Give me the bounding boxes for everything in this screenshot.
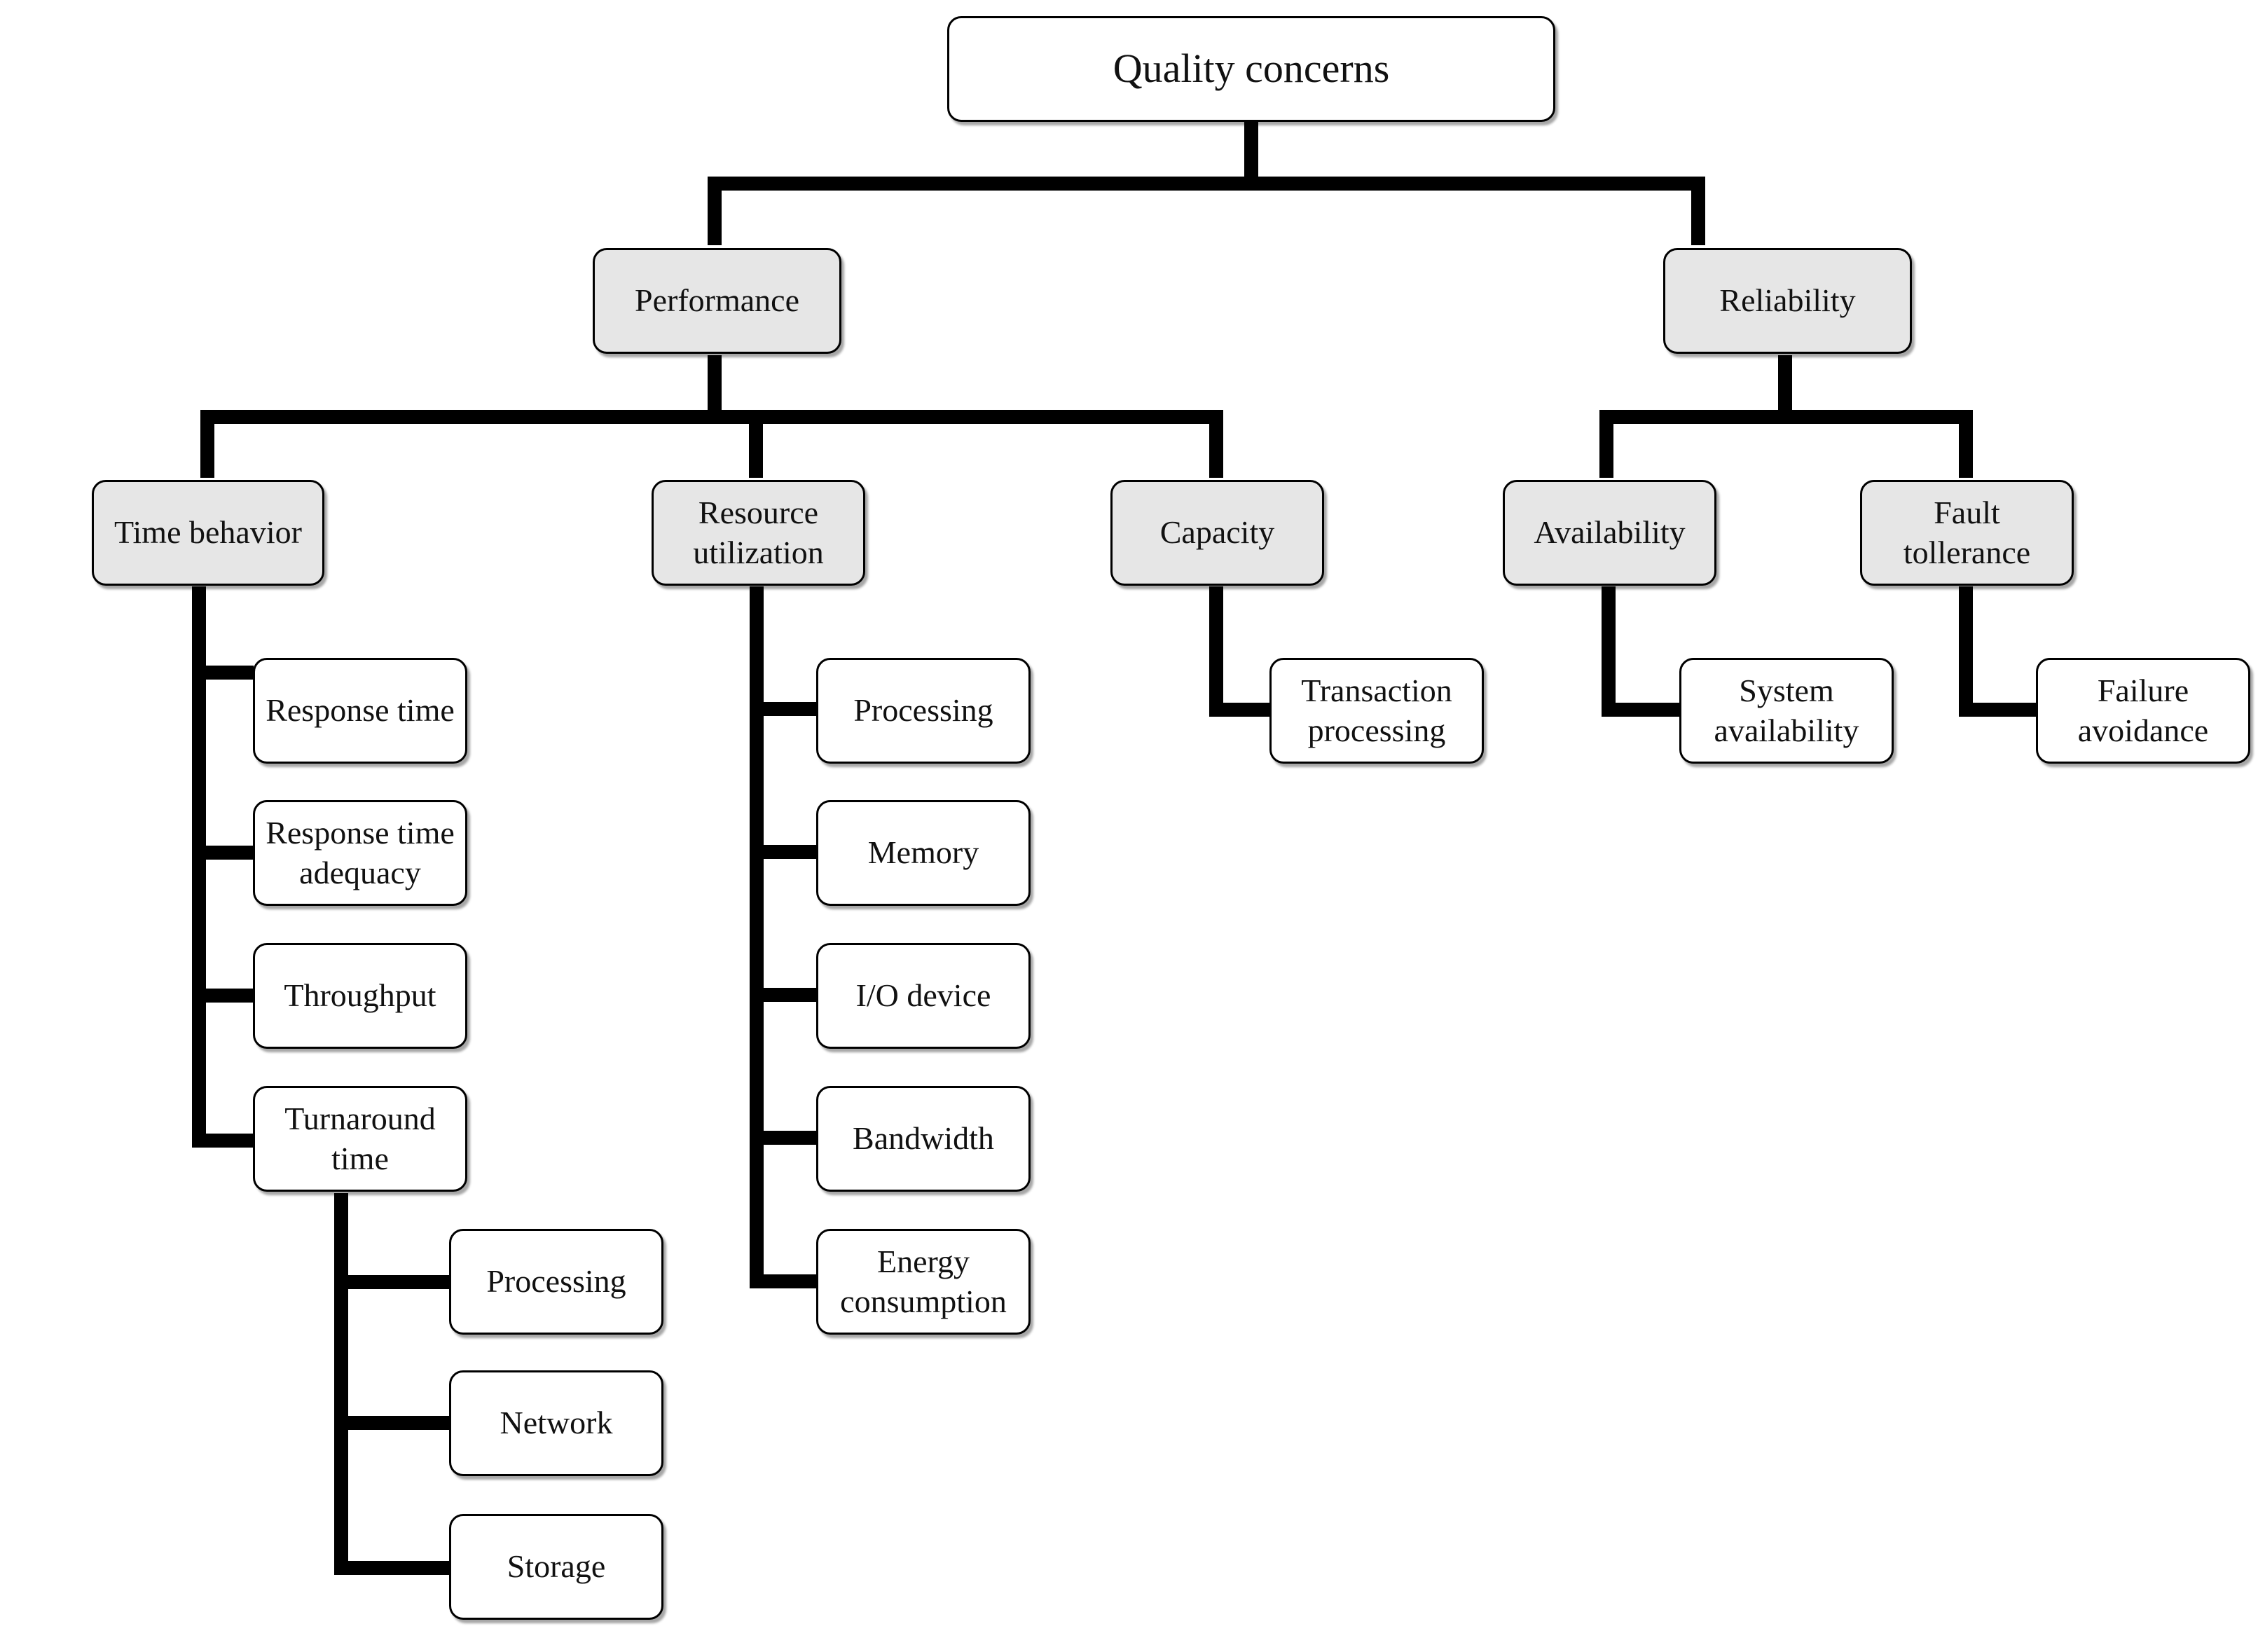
resource-memory-node: Memory [816,800,1031,906]
turnaround-network-node: Network [449,1370,663,1476]
throughput-node: Throughput [253,943,467,1049]
connector-performance-branches [200,355,1223,478]
resource-processing-node: Processing [816,658,1031,764]
connector-time-behavior-spine [192,586,254,1148]
fault-tolerance-node: Fault tollerance [1860,480,2074,586]
turnaround-processing-node: Processing [449,1229,663,1335]
connector-root-branches [708,122,1705,245]
time-behavior-node: Time behavior [92,480,324,586]
turnaround-storage-node: Storage [449,1514,663,1620]
response-time-adequacy-node: Response time adequacy [253,800,467,906]
root-node: Quality concerns [947,16,1555,122]
system-availability-node: System availability [1679,658,1894,764]
connector-resource-spine [750,586,818,1288]
capacity-node: Capacity [1110,480,1324,586]
response-time-node: Response time [253,658,467,764]
transaction-processing-node: Transaction processing [1269,658,1484,764]
resource-bandwidth-node: Bandwidth [816,1086,1031,1192]
failure-avoidance-node: Failure avoidance [2036,658,2250,764]
connector-reliability-branches [1599,355,1973,478]
connector-turnaround-spine [334,1193,450,1575]
resource-io-device-node: I/O device [816,943,1031,1049]
availability-node: Availability [1503,480,1716,586]
reliability-node: Reliability [1663,248,1912,354]
resource-utilization-node: Resource utilization [652,480,865,586]
connector-fault-tolerance [1959,586,2038,717]
performance-node: Performance [593,248,841,354]
connector-capacity [1209,586,1272,717]
connector-availability [1602,586,1681,717]
resource-energy-consumption-node: Energy consumption [816,1229,1031,1335]
turnaround-time-node: Turnaround time [253,1086,467,1192]
